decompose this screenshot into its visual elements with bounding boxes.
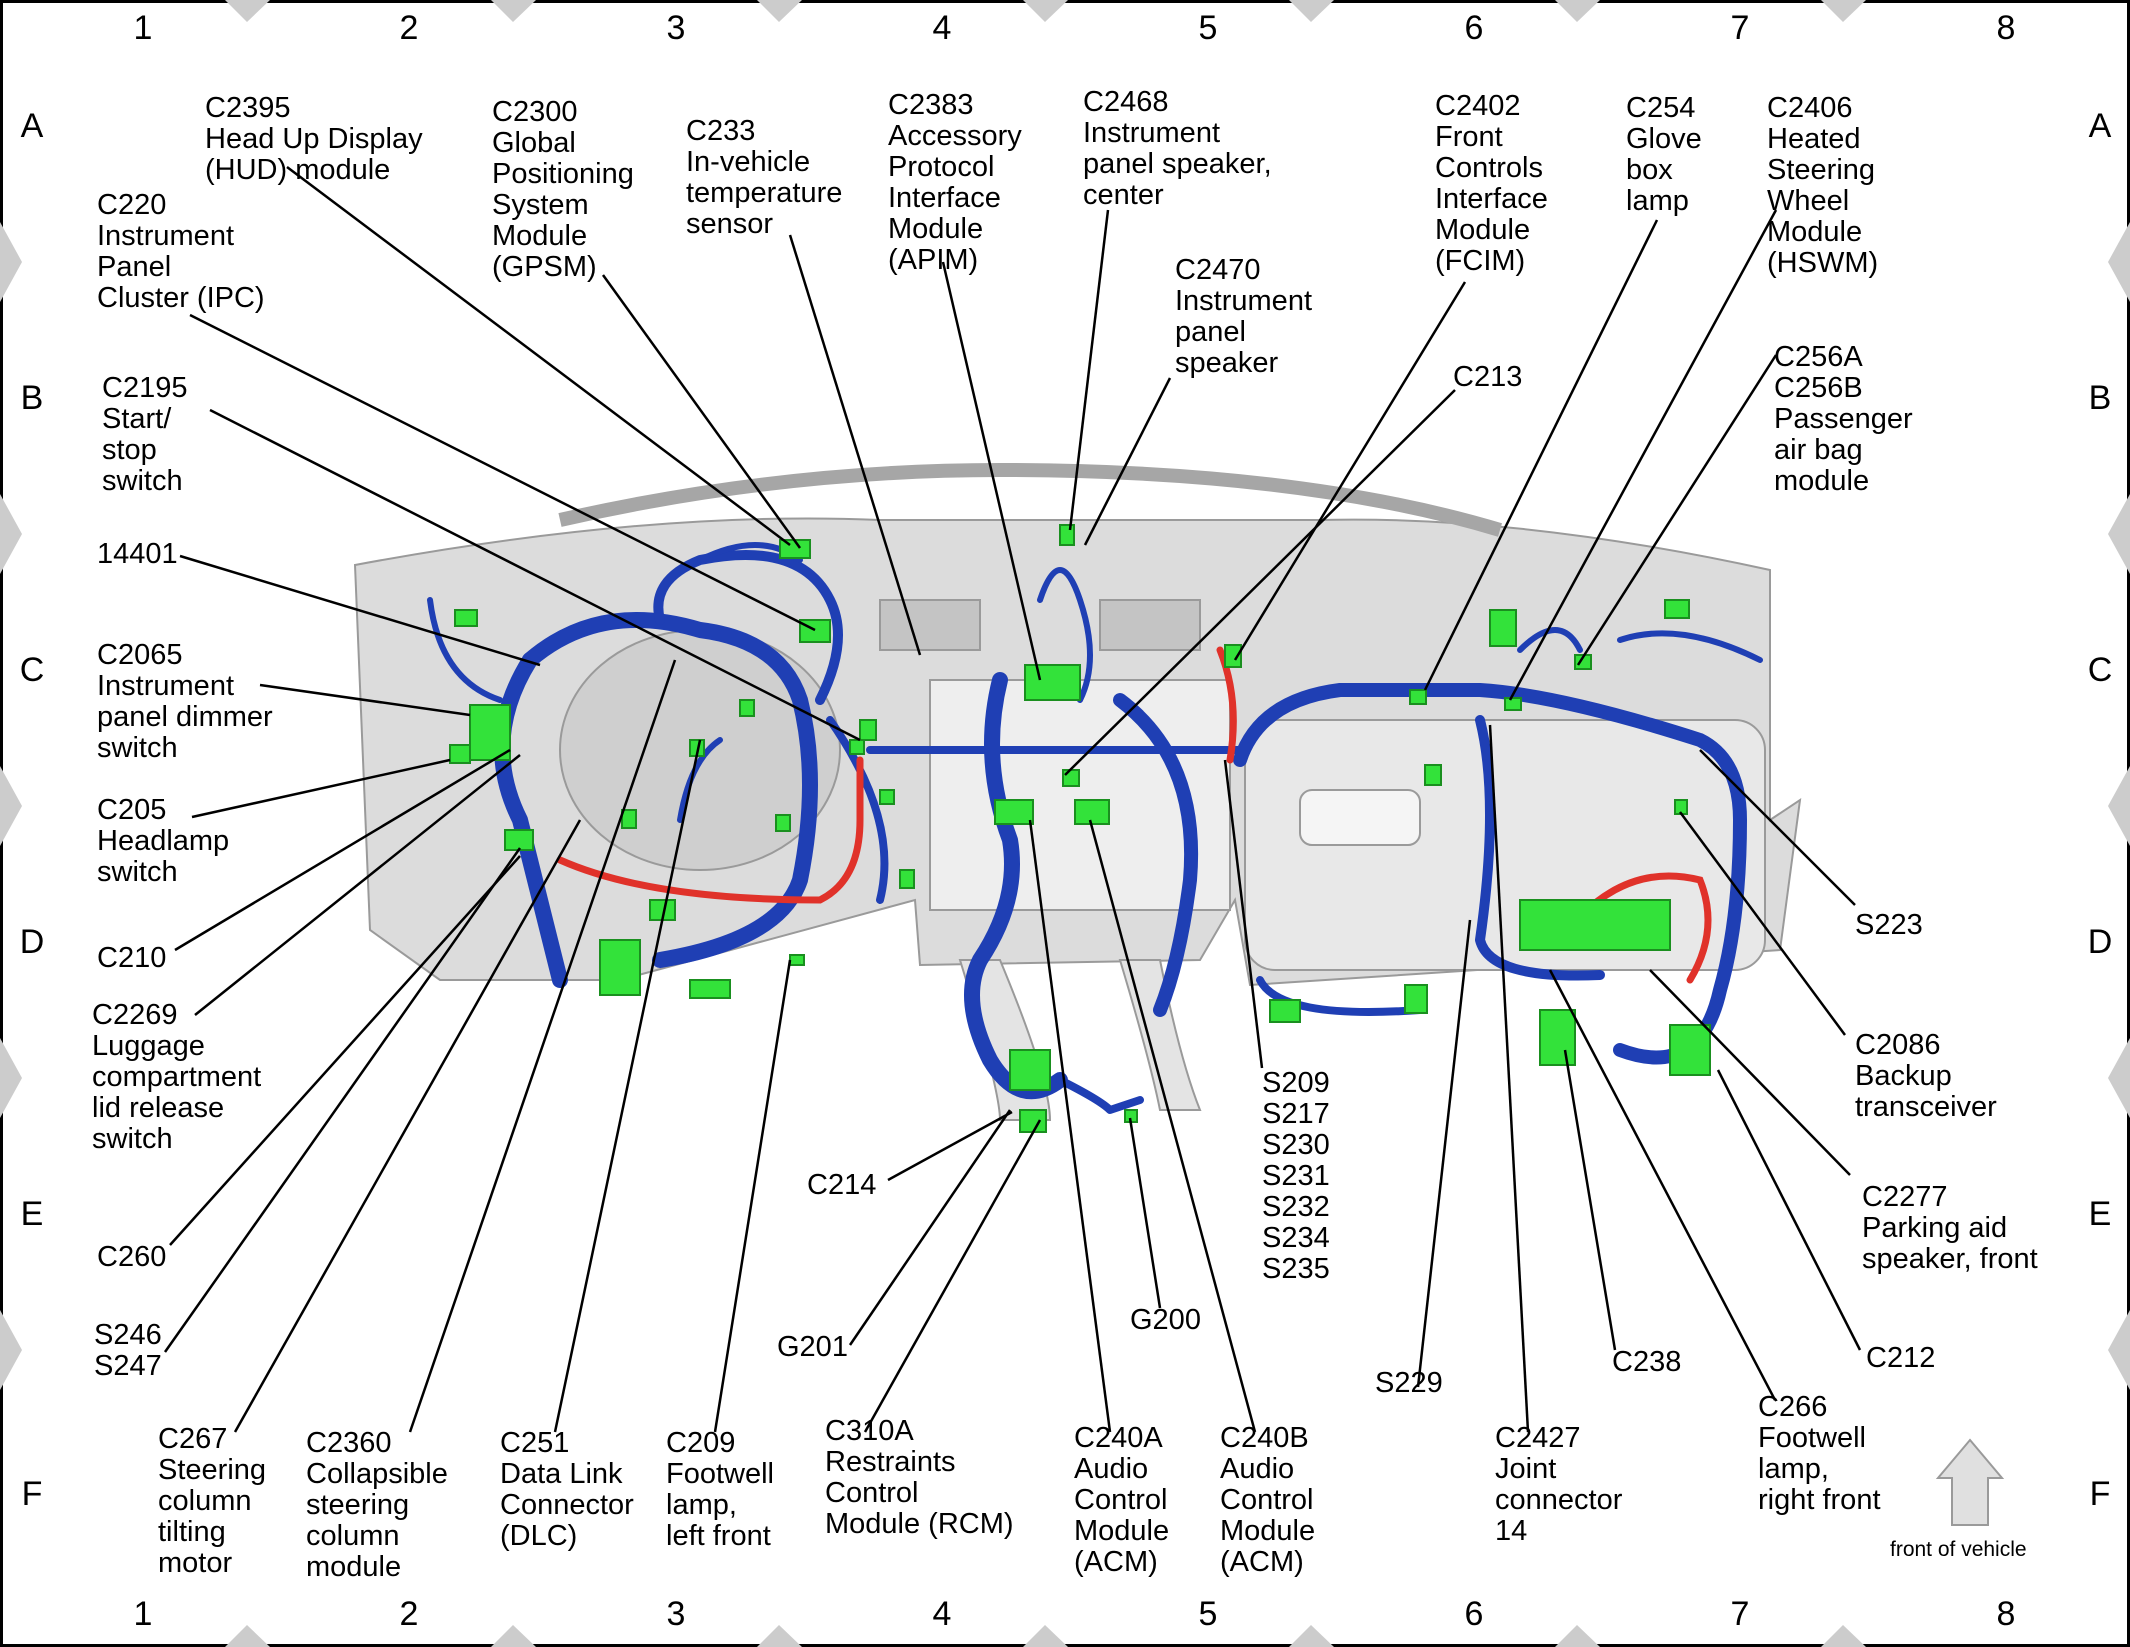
callout-c2360: C2360 Collapsible steering column module	[306, 1427, 448, 1583]
callout-c2383: C2383 Accessory Protocol Interface Modul…	[888, 89, 1022, 276]
callout-c2395: C2395 Head Up Display (HUD) module	[205, 92, 423, 186]
callout-c209: C209 Footwell lamp, left front	[666, 1427, 774, 1552]
grid-col-top-2: 2	[399, 9, 419, 47]
grid-col-top-8: 8	[1996, 9, 2016, 47]
callout-c2300: C2300 Global Positioning System Module (…	[492, 96, 634, 283]
callout-p14401: 14401	[97, 538, 178, 570]
grid-col-top-6: 6	[1464, 9, 1484, 47]
grid-col-top-4: 4	[932, 9, 952, 47]
grid-row-left-F: F	[21, 1475, 43, 1513]
callout-c2277: C2277 Parking aid speaker, front	[1862, 1181, 2038, 1275]
callout-c266: C266 Footwell lamp, right front	[1758, 1391, 1881, 1516]
callout-c2065: C2065 Instrument panel dimmer switch	[97, 639, 273, 764]
grid-col-top-5: 5	[1198, 9, 1218, 47]
callout-c220: C220 Instrument Panel Cluster (IPC)	[97, 189, 265, 314]
grid-col-bottom-7: 7	[1730, 1595, 1750, 1633]
grid-row-right-B: B	[2088, 379, 2112, 417]
callout-c2269: C2269 Luggage compartment lid release sw…	[92, 999, 262, 1155]
callout-c267: C267 Steering column tilting motor	[158, 1423, 267, 1579]
callout-c240b: C240B Audio Control Module (ACM)	[1220, 1422, 1316, 1578]
callout-c240a: C240A Audio Control Module (ACM)	[1074, 1422, 1170, 1578]
callout-c2086: C2086 Backup transceiver	[1855, 1029, 1997, 1123]
callout-g200: G200	[1130, 1304, 1201, 1336]
grid-row-right-D: D	[2087, 923, 2113, 961]
grid-row-left-B: B	[20, 379, 44, 417]
grid-row-left-D: D	[19, 923, 45, 961]
callout-c205: C205 Headlamp switch	[97, 794, 230, 888]
grid-row-left-A: A	[20, 107, 44, 145]
wire-harness	[427, 542, 1763, 1114]
callout-c260: C260	[97, 1241, 167, 1273]
connectors	[449, 524, 1711, 1133]
grid-row-right-C: C	[2087, 651, 2113, 689]
callout-c2195: C2195 Start/ stop switch	[102, 372, 188, 497]
grid-col-top-3: 3	[666, 9, 686, 47]
grid-col-bottom-5: 5	[1198, 1595, 1218, 1633]
callout-c2427: C2427 Joint connector 14	[1495, 1422, 1623, 1547]
front-arrow-icon	[1935, 1438, 2005, 1526]
callout-s229: S229	[1375, 1367, 1443, 1399]
grid-col-bottom-8: 8	[1996, 1595, 2016, 1633]
callout-splices: S209 S217 S230 S231 S232 S234 S235	[1262, 1067, 1330, 1285]
callout-s246: S246 S247	[94, 1319, 162, 1382]
callout-c212: C212	[1866, 1342, 1936, 1374]
callout-c2468: C2468 Instrument panel speaker, center	[1083, 86, 1272, 211]
grid-row-right-F: F	[2089, 1475, 2111, 1513]
callout-c254: C254 Glove box lamp	[1626, 92, 1702, 217]
callout-c251: C251 Data Link Connector (DLC)	[500, 1427, 634, 1552]
grid-col-bottom-2: 2	[399, 1595, 419, 1633]
leader-lines	[163, 166, 1862, 1433]
grid-row-left-C: C	[19, 651, 45, 689]
front-of-vehicle-label: front of vehicle	[1890, 1538, 2027, 1561]
callout-c2470: C2470 Instrument panel speaker	[1175, 254, 1312, 379]
callout-g201: G201	[777, 1331, 848, 1363]
callout-c2406: C2406 Heated Steering Wheel Module (HSWM…	[1767, 92, 1879, 279]
grid-row-left-E: E	[20, 1195, 44, 1233]
grid-col-bottom-3: 3	[666, 1595, 686, 1633]
grid-col-bottom-1: 1	[133, 1595, 153, 1633]
grid-col-bottom-6: 6	[1464, 1595, 1484, 1633]
callout-c2402: C2402 Front Controls Interface Module (F…	[1435, 90, 1548, 277]
grid-row-right-E: E	[2088, 1195, 2112, 1233]
grid-row-right-A: A	[2088, 107, 2112, 145]
grid-col-top-1: 1	[133, 9, 153, 47]
callout-c233: C233 In-vehicle temperature sensor	[686, 115, 843, 240]
callout-c210: C210	[97, 942, 167, 974]
grid-col-top-7: 7	[1730, 9, 1750, 47]
callout-c238: C238	[1612, 1346, 1682, 1378]
callout-c214: C214	[807, 1169, 877, 1201]
callout-c256: C256A C256B Passenger air bag module	[1774, 341, 1913, 497]
callout-c310a: C310A Restraints Control Module (RCM)	[825, 1415, 1014, 1540]
callout-s223: S223	[1855, 909, 1923, 941]
grid-col-bottom-4: 4	[932, 1595, 952, 1633]
callout-c213: C213	[1453, 361, 1523, 393]
